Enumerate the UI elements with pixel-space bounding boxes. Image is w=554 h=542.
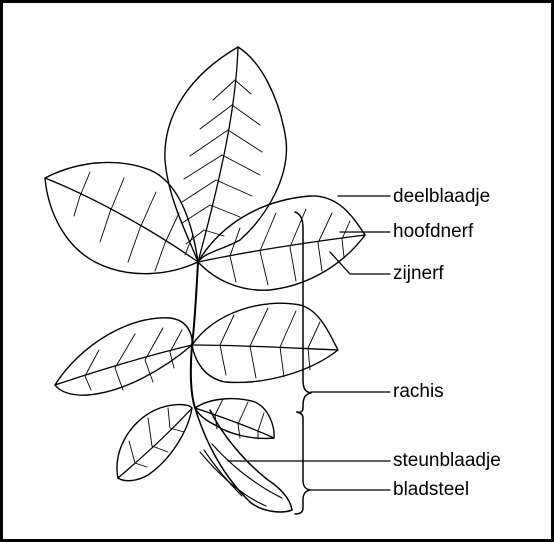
label-deelblaadje: deelblaadje (393, 187, 490, 206)
label-hoofdnerf: hoofdnerf (393, 222, 473, 241)
label-rachis: rachis (393, 382, 444, 401)
leaflet-middle-right (192, 303, 338, 382)
petiole (195, 408, 292, 512)
bladsteel-bracket (295, 412, 310, 514)
leader-zijnerf (330, 252, 390, 274)
leaflet-middle-left (55, 318, 192, 395)
label-zijnerf: zijnerf (393, 264, 444, 283)
label-steunblaadje: steunblaadje (393, 451, 501, 470)
leaflet-upper-left (45, 162, 198, 273)
leaflet-lower-left (117, 405, 192, 481)
leaflet-lower-right (195, 399, 274, 439)
stipule (204, 450, 242, 496)
label-bladsteel: bladsteel (393, 480, 469, 499)
